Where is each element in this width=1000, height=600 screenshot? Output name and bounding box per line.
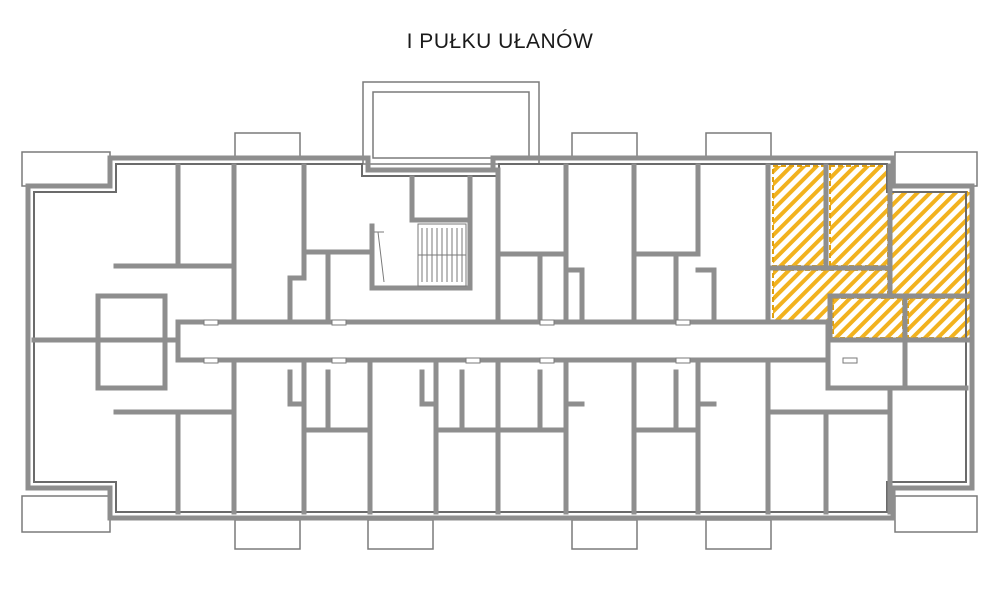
balcony-bottom-right <box>894 495 978 533</box>
balcony-bottom-2 <box>367 519 434 550</box>
apt3-wall-4 <box>563 267 585 323</box>
opening-8 <box>539 357 555 364</box>
staircase <box>374 223 467 287</box>
balcony-bottom-4 <box>705 519 772 550</box>
opening-10 <box>842 357 858 364</box>
highlight-room-2 <box>829 165 889 267</box>
balcony-top-2 <box>571 132 638 160</box>
stair-flight-left <box>374 231 385 283</box>
opening-3 <box>539 319 555 326</box>
apt-b4-wall-5 <box>695 369 717 407</box>
apt4-wall-5 <box>695 267 717 323</box>
openings <box>203 319 858 364</box>
apt2-wall-3 <box>287 249 307 281</box>
opening-1 <box>203 319 219 326</box>
balcony-bottom-1 <box>234 519 301 550</box>
apt6-wall-5 <box>827 293 975 343</box>
street-name-label: I PUŁKU UŁANÓW <box>406 30 594 53</box>
highlight-room-3 <box>890 191 974 296</box>
balcony-top-right <box>894 151 978 187</box>
opening-5 <box>203 357 219 364</box>
left-core-box <box>95 293 168 391</box>
opening-2 <box>331 319 347 326</box>
highlight-room-5 <box>832 297 904 339</box>
outer-wall-inner-line <box>33 163 967 513</box>
balcony-top-1 <box>234 132 301 160</box>
stair-steps <box>418 228 466 282</box>
apt-b1-wall-2 <box>287 369 307 407</box>
stair-wall-2 <box>409 175 473 223</box>
balcony-bottom-left <box>21 495 111 533</box>
opening-9 <box>675 357 691 364</box>
apt2-wall-1 <box>301 163 373 255</box>
opening-4 <box>675 319 691 326</box>
balcony-top-left <box>21 151 111 187</box>
balcony-bottom-3 <box>571 519 638 550</box>
opening-6 <box>331 357 347 364</box>
highlight-room-6 <box>907 297 974 339</box>
opening-7 <box>465 357 481 364</box>
balcony-top-center-inner <box>372 91 530 159</box>
outer-wall <box>25 155 975 521</box>
stair-wall <box>369 175 473 291</box>
apt-b3-wall-4 <box>563 369 585 407</box>
balcony-top-3 <box>705 132 772 160</box>
highlight-room-1 <box>772 165 826 267</box>
apt-b2-wall-2 <box>419 369 439 407</box>
balconies <box>21 81 978 550</box>
right-core-wall <box>825 337 908 391</box>
